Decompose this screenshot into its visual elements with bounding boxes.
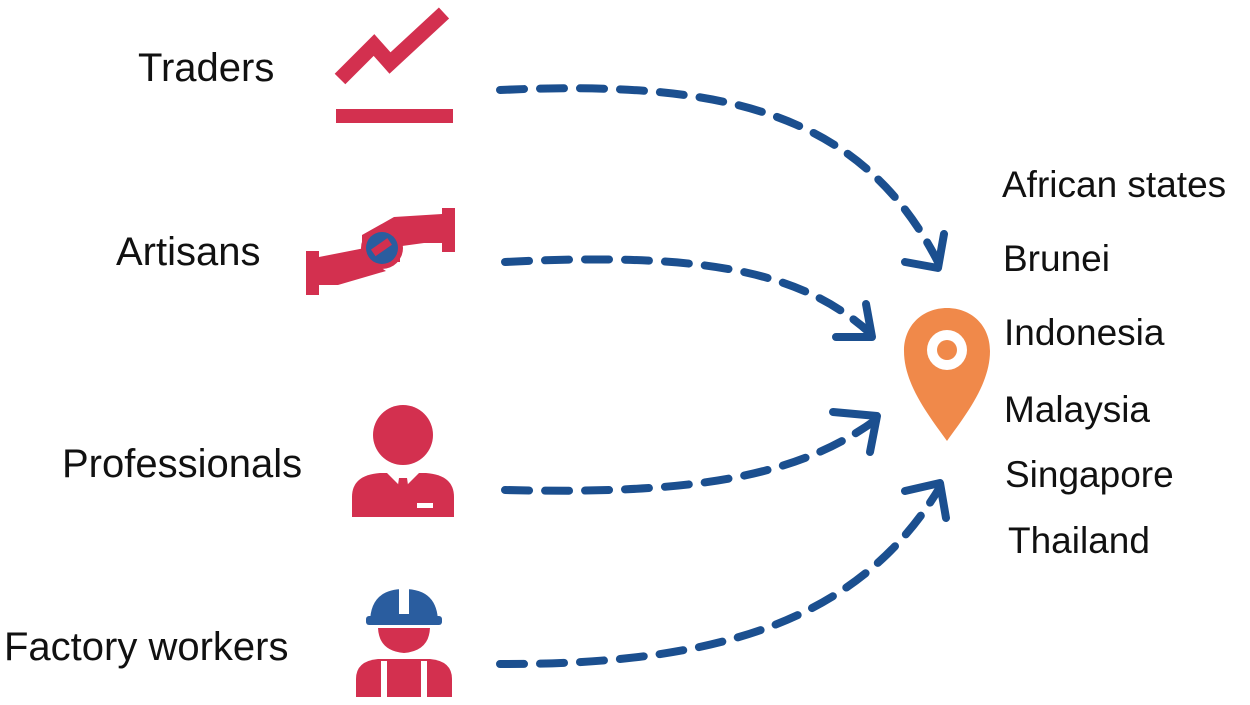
arrowhead-artisans xyxy=(832,300,876,341)
country-indonesia: Indonesia xyxy=(1004,312,1165,353)
country-brunei: Brunei xyxy=(1003,238,1110,279)
country-singapore: Singapore xyxy=(1005,454,1174,495)
arrow-factory-workers xyxy=(496,483,944,669)
arrow-professionals xyxy=(501,415,881,495)
arrow-artisans xyxy=(501,255,874,337)
source-label-factory-workers: Factory workers xyxy=(4,625,289,669)
location-pin-icon xyxy=(904,308,990,441)
businessman-icon xyxy=(352,405,454,517)
construction-worker-icon xyxy=(356,588,452,697)
source-label-professionals: Professionals xyxy=(62,442,303,486)
trend-chart-icon xyxy=(334,7,453,123)
source-label-artisans: Artisans xyxy=(116,230,261,274)
arrowhead-traders xyxy=(901,230,948,272)
country-malaysia: Malaysia xyxy=(1004,389,1150,430)
arrowhead-factory-workers xyxy=(901,479,950,522)
country-african-states: African states xyxy=(1002,164,1227,205)
handshake-wrench-icon xyxy=(306,208,455,295)
country-thailand: Thailand xyxy=(1008,520,1150,561)
arrowhead-professionals xyxy=(829,408,881,456)
source-label-traders: Traders xyxy=(138,46,275,90)
arrow-traders xyxy=(496,84,942,266)
